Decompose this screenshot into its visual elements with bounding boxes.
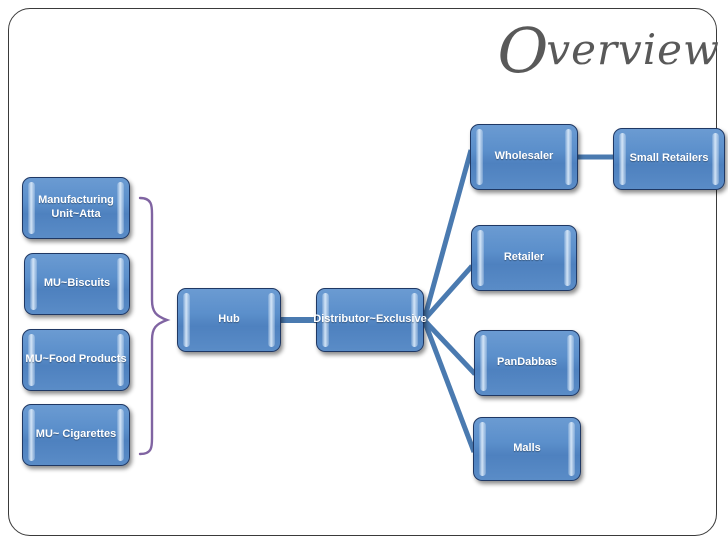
node-wholesaler[interactable]: Wholesaler — [470, 124, 578, 190]
connector-distributor-pandabbas — [422, 318, 477, 376]
node-hub[interactable]: Hub — [177, 288, 281, 352]
node-label: MU~Food Products — [25, 353, 127, 366]
node-label: Retailer — [503, 251, 545, 264]
connector-distributor-wholesaler — [421, 149, 474, 321]
connector-distributor-retailer — [422, 264, 474, 322]
node-pandabbas[interactable]: PanDabbas — [474, 330, 580, 396]
node-label: Wholesaler — [494, 150, 554, 163]
node-distributor-exclusive[interactable]: Distributor~Exclusive — [313, 288, 427, 352]
node-small-retailers[interactable]: Small Retailers — [613, 128, 725, 190]
node-label: Small Retailers — [629, 152, 709, 165]
node-label: PanDabbas — [497, 356, 557, 369]
node-mu-cigarettes[interactable]: MU~ Cigarettes — [22, 404, 130, 466]
node-mu-biscuits[interactable]: MU~Biscuits — [24, 253, 130, 315]
page-title: Overview — [400, 20, 720, 92]
connector-distributor-malls — [421, 319, 477, 453]
node-label: Hub — [218, 313, 240, 326]
node-label: Distributor~Exclusive — [313, 313, 427, 326]
node-mu-food-products[interactable]: MU~Food Products — [22, 329, 130, 391]
title-rest: verview — [546, 25, 720, 74]
node-label: Manufacturing Unit~Atta — [38, 194, 114, 220]
title-capital: O — [497, 14, 549, 87]
node-manufacturing-unit-atta[interactable]: Manufacturing Unit~Atta — [22, 177, 130, 239]
manufacturing-units-brace — [138, 196, 171, 456]
node-label: Malls — [513, 442, 541, 455]
node-label: MU~Biscuits — [43, 277, 111, 290]
node-malls[interactable]: Malls — [473, 417, 581, 481]
node-label: MU~ Cigarettes — [35, 428, 117, 441]
node-retailer[interactable]: Retailer — [471, 225, 577, 291]
